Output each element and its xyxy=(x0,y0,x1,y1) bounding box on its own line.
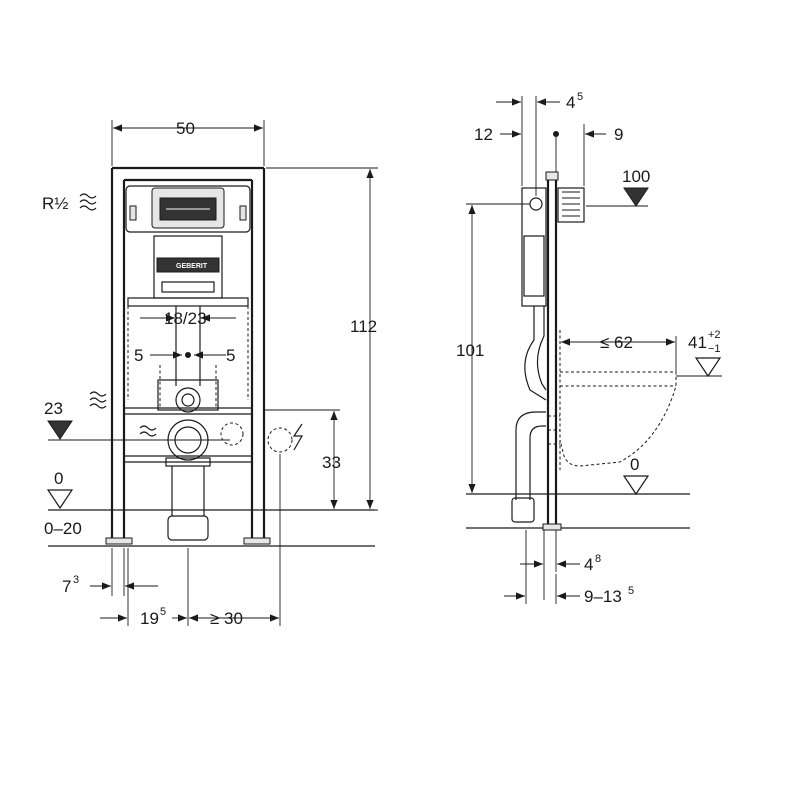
installation-frame xyxy=(105,166,271,545)
dim-9-13: 9–13 xyxy=(584,587,622,606)
side-view: 4 5 12 9 100 101 ≤ 62 41 +2 −1 0 xyxy=(456,91,722,606)
dim-9-13-sup: 5 xyxy=(628,585,634,597)
dim-seat-height-tol-top: +2 xyxy=(708,329,721,341)
side-frame xyxy=(542,171,562,531)
dim-foot-width: 7 xyxy=(62,577,71,596)
dim-foot-width-sup: 3 xyxy=(73,574,79,586)
dim-centre-offset: 19 xyxy=(140,609,159,628)
side-waste-bend xyxy=(515,411,546,500)
dim-frame-width: 50 xyxy=(176,119,195,138)
dim-4-5: 4 xyxy=(566,93,575,112)
flush-pipe xyxy=(157,306,219,413)
concealed-cistern: GEBERIT xyxy=(125,185,251,400)
dim-left-offset: 5 xyxy=(134,346,143,365)
dim-power-offset: ≥ 30 xyxy=(210,609,243,628)
dim-4-8: 4 xyxy=(584,555,593,574)
dim-9: 9 xyxy=(614,125,623,144)
toilet-bowl-outline xyxy=(559,371,677,467)
level-100-marker xyxy=(623,187,649,207)
dim-seat-height-tol-bottom: −1 xyxy=(708,343,721,355)
dim-101: 101 xyxy=(456,341,484,360)
dim-right-offset: 5 xyxy=(226,346,235,365)
dim-floor-range: 0–20 xyxy=(44,519,82,538)
water-supply-icon xyxy=(89,391,107,409)
front-view: GEBERIT xyxy=(42,119,378,628)
seat-level-marker xyxy=(694,357,722,378)
level-100: 100 xyxy=(622,167,650,186)
dim-4-5-sup: 5 xyxy=(577,91,583,103)
electrical-box-left xyxy=(220,422,244,446)
top-water-supply-icon xyxy=(79,193,97,211)
water-supply-label: R½ xyxy=(42,194,68,213)
side-level-floor: 0 xyxy=(630,455,639,474)
dim-seat-height: 41 xyxy=(688,333,707,352)
side-floor-level-marker xyxy=(622,475,650,496)
front-level-floor: 0 xyxy=(54,469,63,488)
dim-bowl-projection: ≤ 62 xyxy=(600,333,633,352)
brand-logo-text: GEBERIT xyxy=(176,263,208,270)
dim-centre-offset-sup: 5 xyxy=(160,606,166,618)
dim-frame-height: 112 xyxy=(350,317,377,336)
electricity-icon xyxy=(292,423,304,451)
electrical-box-right xyxy=(267,427,293,453)
side-cistern xyxy=(521,187,585,307)
side-flush-pipe xyxy=(524,306,547,401)
dim-height-33: 33 xyxy=(322,453,341,472)
level-supply: 23 xyxy=(44,399,63,418)
waste-connection xyxy=(165,419,211,541)
dim-12: 12 xyxy=(474,125,493,144)
water-supply-icon-lower xyxy=(139,425,157,437)
dim-flush-pipe: 18/23 xyxy=(164,309,207,328)
dim-4-8-sup: 8 xyxy=(595,553,601,565)
level-marker-filled xyxy=(47,420,73,440)
level-marker-open xyxy=(46,489,74,510)
